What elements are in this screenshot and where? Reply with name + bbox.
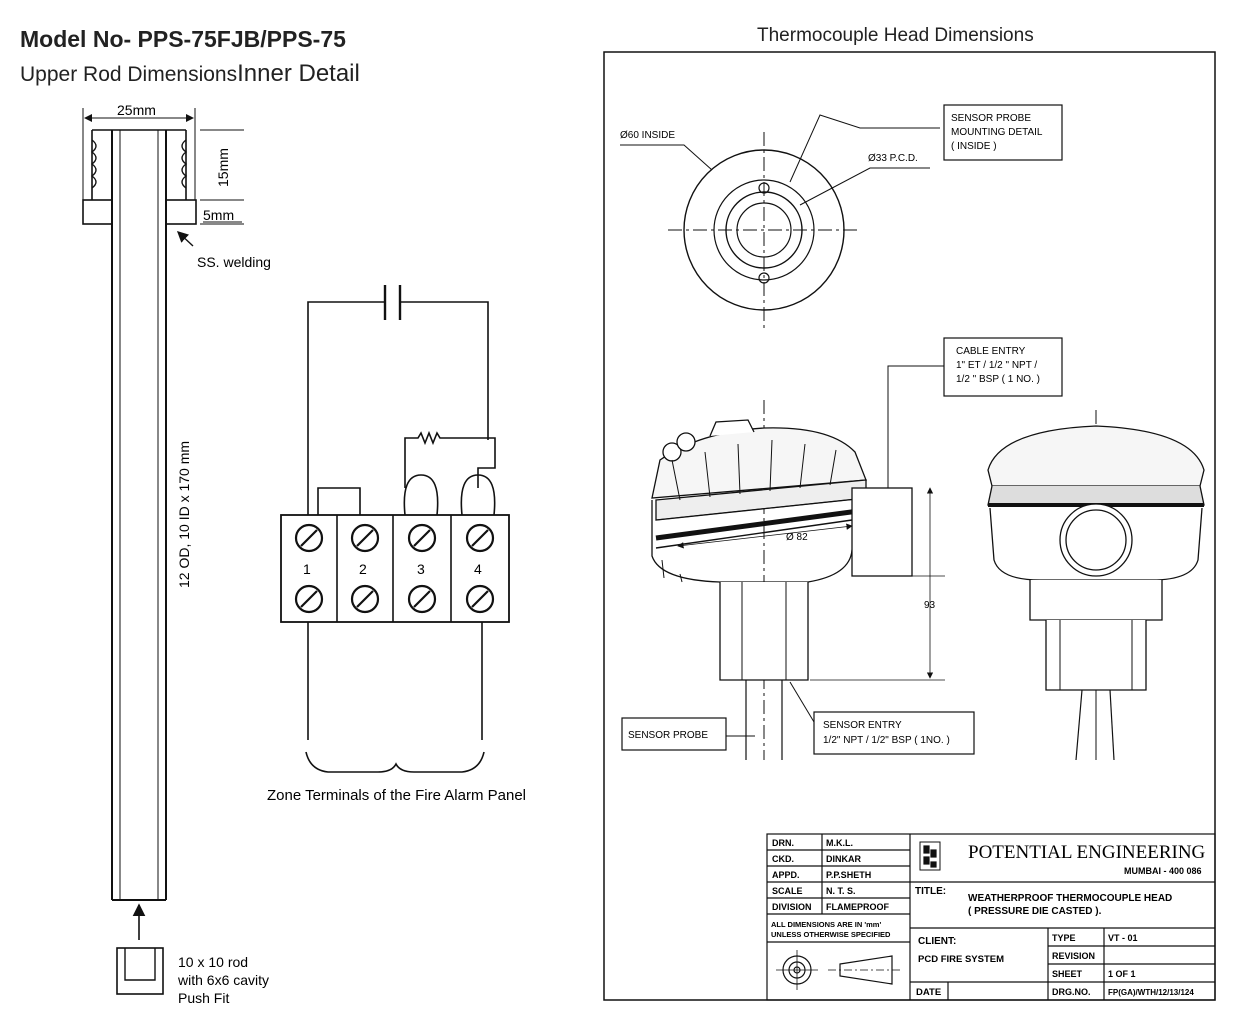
tb-row-value: DINKAR	[826, 854, 861, 864]
upper-rod-subtitle: Upper Rod DimensionsInner Detail	[20, 60, 360, 88]
tb-client-label: CLIENT:	[918, 936, 956, 947]
cable-entry-leader	[887, 365, 944, 488]
tb-title-line-2: ( PRESSURE DIE CASTED ).	[968, 906, 1102, 917]
cable-entry-line-2: 1" ET / 1/2 " NPT /	[956, 360, 1037, 371]
cable-entry-line-3: 1/2 " BSP ( 1 NO. )	[956, 374, 1040, 385]
dia60-label: Ø60 INSIDE	[620, 130, 675, 141]
rod-note-line-2: with 6x6 cavity	[177, 972, 269, 988]
tb-row-key: SHEET	[1052, 969, 1083, 979]
mount-detail-line-3: ( INSIDE )	[951, 141, 997, 152]
thermocouple-head-title: Thermocouple Head Dimensions	[757, 25, 1034, 46]
tb-row-value: VT - 01	[1108, 933, 1138, 943]
sensor-entry-box	[813, 711, 975, 755]
side-view	[651, 400, 945, 760]
tb-row-value: FP(GA)/WTH/12/13/124	[1108, 988, 1194, 997]
sensor-probe-label: SENSOR PROBE	[628, 730, 708, 741]
tb-note-line-1: ALL DIMENSIONS ARE IN 'mm'	[771, 920, 881, 929]
rod-drawing	[82, 108, 244, 995]
pcd-label: Ø33 P.C.D.	[868, 153, 918, 164]
rod-height-label: 15mm	[215, 148, 231, 187]
sensor-entry-line-2: 1/2" NPT / 1/2" BSP ( 1NO. )	[823, 735, 950, 746]
rod-width-label: 25mm	[117, 102, 156, 118]
sensor-entry-leader	[789, 681, 815, 723]
cable-entry-line-1: CABLE ENTRY	[956, 346, 1026, 357]
tb-row-key: DRG.NO.	[1052, 987, 1091, 997]
tb-row-key: CKD.	[772, 854, 794, 864]
title-block-right-rows: TYPE VT - 01 REVISION SHEET 1 OF 1 DRG.N…	[1052, 933, 1194, 997]
tb-title-line-1: WEATHERPROOF THERMOCOUPLE HEAD	[968, 893, 1172, 904]
tb-row-value: N. T. S.	[826, 886, 856, 896]
front-view	[987, 410, 1205, 761]
rod-note-line-1: 10 x 10 rod	[178, 954, 248, 970]
sensor-entry-line-1: SENSOR ENTRY	[823, 720, 902, 731]
cable-entry-box	[943, 337, 1063, 397]
tb-row-key: REVISION	[1052, 951, 1095, 961]
terminal-4-label: 4	[474, 561, 482, 577]
mount-detail-line-1: SENSOR PROBE	[951, 113, 1031, 124]
tb-note-line-2: UNLESS OTHERWISE SPECIFIED	[771, 930, 891, 939]
dia82-label: Ø 82	[786, 532, 808, 543]
rod-length-label: 12 OD, 10 ID x 170 mm	[176, 441, 192, 588]
tb-row-key: TYPE	[1052, 933, 1076, 943]
inner-detail-label: Inner Detail	[237, 60, 360, 87]
terminal-3-label: 3	[417, 561, 425, 577]
tb-title-label: TITLE:	[915, 886, 946, 897]
mount-detail-box	[943, 104, 1063, 161]
tb-row-value: 1 OF 1	[1108, 969, 1136, 979]
tb-row-value: M.K.L.	[826, 838, 853, 848]
sensor-probe-box	[621, 717, 727, 751]
model-title: Model No- PPS-75FJB/PPS-75	[20, 26, 346, 52]
tb-client-value: PCD FIRE SYSTEM	[918, 954, 1004, 965]
terminal-2-label: 2	[359, 561, 367, 577]
company-city: MUMBAI - 400 086	[1124, 866, 1202, 876]
tb-row-key: DIVISION	[772, 902, 812, 912]
company-name: POTENTIAL ENGINEERING	[968, 842, 1206, 863]
mount-detail-line-2: MOUNTING DETAIL	[951, 127, 1043, 138]
rod-thickness-label: 5mm	[203, 207, 234, 223]
rod-note-line-3: Push Fit	[178, 990, 229, 1006]
title-block-left-rows: DRN. M.K.L. CKD. DINKAR APPD. P.P.SHETH …	[772, 838, 889, 912]
height93-label: 93	[924, 600, 936, 611]
tb-date-label: DATE	[916, 987, 941, 998]
upper-rod-label: Upper Rod Dimensions	[20, 63, 238, 86]
zone-terminals-caption: Zone Terminals of the Fire Alarm Panel	[267, 787, 526, 804]
tb-row-value: FLAMEPROOF	[826, 902, 889, 912]
circuit-diagram	[280, 285, 510, 773]
title-block	[766, 833, 1216, 1001]
terminal-1-label: 1	[303, 561, 311, 577]
tb-row-key: APPD.	[772, 870, 800, 880]
tb-row-key: DRN.	[772, 838, 794, 848]
top-view	[620, 114, 940, 328]
welding-label: SS. welding	[197, 254, 271, 270]
tb-row-key: SCALE	[772, 886, 803, 896]
tb-row-value: P.P.SHETH	[826, 870, 871, 880]
